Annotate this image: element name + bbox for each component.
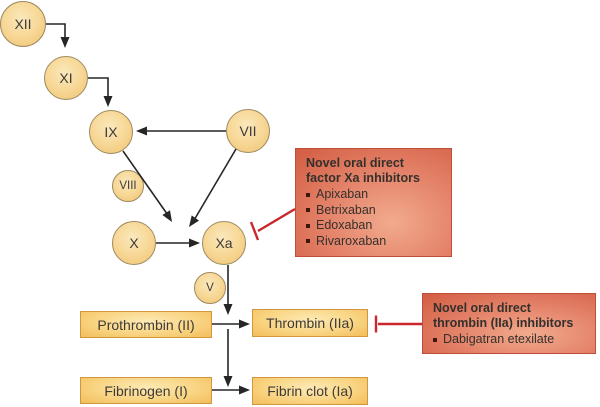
drug-list: Apixaban Betrixaban Edoxaban Rivaroxaban: [306, 187, 443, 249]
bullet-icon: [433, 337, 437, 342]
bullet-icon: [306, 192, 310, 197]
process-box-fibrin-clot: Fibrin clot (Ia): [252, 377, 368, 405]
drug-list-item: Edoxaban: [306, 218, 443, 234]
bullet-icon: [306, 239, 310, 244]
arrow-vii-to-xa: [194, 148, 237, 220]
inhibition-line-xa: [257, 207, 296, 233]
factor-label: X: [129, 235, 139, 251]
drug-name: Dabigatran etexilate: [443, 332, 555, 346]
factor-label: V: [206, 282, 214, 294]
drug-name: Rivaroxaban: [316, 233, 387, 248]
process-box-prothrombin: Prothrombin (II): [80, 311, 212, 338]
factor-node-ix: IX: [89, 110, 133, 154]
arrowhead-xi-to-ix: [103, 96, 113, 107]
bullet-icon: [306, 208, 310, 213]
drug-list-item: Betrixaban: [306, 203, 443, 219]
factor-node-viii: VIII: [112, 170, 144, 202]
factor-label: VIII: [119, 180, 137, 192]
inhibition-tbar-xa: [249, 221, 260, 241]
process-box-fibrinogen: Fibrinogen (I): [80, 377, 212, 404]
arrowhead-vii-to-xa: [189, 215, 199, 227]
callout-title-line2: factor Xa inhibitors: [306, 171, 420, 185]
process-label: Prothrombin (II): [97, 316, 195, 333]
callout-title-line1: Novel oral direct: [306, 156, 404, 170]
factor-label: VII: [239, 123, 257, 139]
process-label: Fibrin clot (Ia): [267, 383, 353, 399]
callout-factor-xa-inhibitors: Novel oral direct factor Xa inhibitors A…: [295, 148, 452, 257]
arrowhead-xii-to-xi: [60, 37, 70, 48]
arrowhead-fibrinogen-to-fibrin: [239, 385, 250, 395]
arrowhead-ix-to-xa: [162, 210, 172, 222]
process-label: Thrombin (IIa): [266, 315, 354, 331]
drug-list-item: Rivaroxaban: [306, 234, 443, 250]
drug-name: Betrixaban: [316, 202, 376, 217]
drug-list: Dabigatran etexilate: [433, 332, 587, 348]
callout-title-line1: Novel oral direct: [433, 301, 531, 315]
process-label: Fibrinogen (I): [104, 382, 188, 399]
callout-title-line2: thrombin (IIa) inhibitors: [433, 316, 574, 330]
drug-list-item: Apixaban: [306, 187, 443, 203]
drug-list-item: Dabigatran etexilate: [433, 332, 587, 348]
factor-label: Xa: [215, 235, 233, 251]
factor-label: XI: [59, 70, 73, 86]
arrow-xi-to-ix: [88, 77, 109, 97]
drug-name: Edoxaban: [316, 218, 373, 232]
factor-node-xi: XI: [44, 56, 88, 100]
arrow-xii-to-xi: [46, 23, 66, 38]
arrowhead-vii-to-ix: [136, 126, 147, 136]
factor-label: IX: [104, 124, 118, 140]
arrowhead-prothrombin-to-thrombin: [239, 319, 250, 329]
arrowhead-thrombin-down: [223, 376, 233, 387]
factor-node-xii: XII: [0, 1, 46, 47]
process-box-thrombin: Thrombin (IIa): [252, 309, 368, 337]
factor-node-xa: Xa: [202, 221, 246, 265]
drug-name: Apixaban: [316, 187, 369, 201]
callout-thrombin-inhibitors: Novel oral direct thrombin (IIa) inhibit…: [422, 293, 596, 354]
arrowhead-x-to-xa: [189, 238, 200, 248]
factor-node-v: V: [194, 272, 226, 304]
factor-label: XII: [14, 16, 32, 32]
bullet-icon: [306, 223, 310, 228]
factor-node-x: X: [112, 221, 156, 265]
arrowhead-xa-down: [223, 304, 233, 315]
factor-node-vii: VII: [226, 109, 270, 153]
